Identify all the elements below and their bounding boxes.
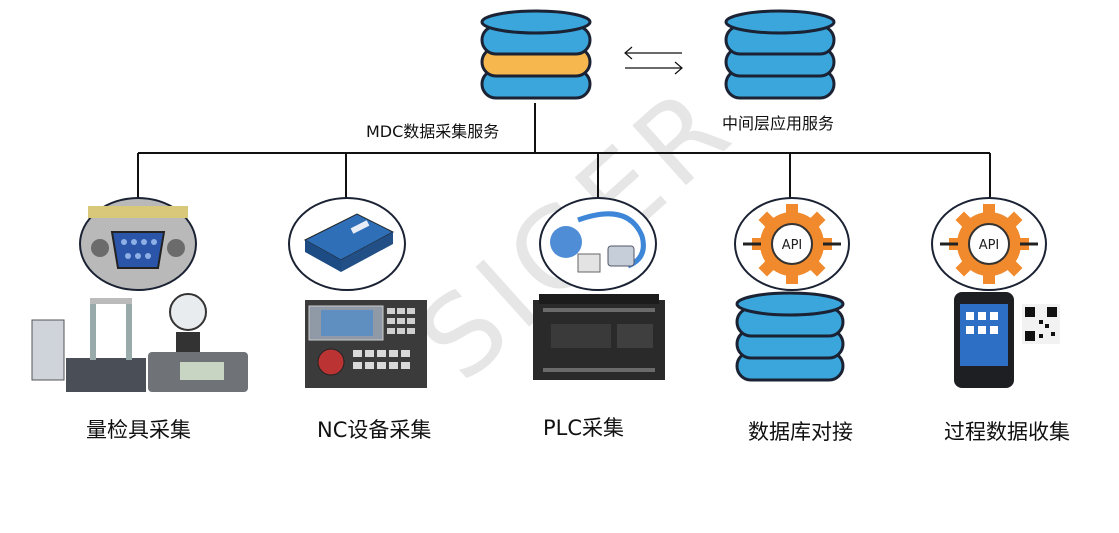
database-icon [735,291,845,382]
api-gear-icon: API [734,197,850,291]
rs232-connector-icon [79,197,197,291]
measuring-instruments-image [31,293,248,392]
network-module-icon [288,197,406,291]
measuring-tool-collection-label: 量检具采集 [86,418,191,442]
database-integration-label: 数据库对接 [748,420,853,444]
mdc-service-label: MDC数据采集服务 [366,122,500,141]
middle-layer-database-icon [724,9,836,100]
nc-equipment-collection-label: NC设备采集 [317,418,432,442]
plc-collection-label: PLC采集 [543,416,625,440]
process-data-collection-label: 过程数据收集 [944,420,1070,444]
connection-lines [137,46,991,198]
api-text: API [979,238,1000,253]
ethernet-cable-icon [539,197,657,291]
bidirectional-arrow-icon [624,46,683,75]
api-text: API [782,238,803,253]
middle-layer-service-label: 中间层应用服务 [722,114,835,133]
cnc-controller-image [305,300,427,388]
mdc-database-icon [480,9,592,100]
handheld-scanner-image [954,292,1060,388]
api-gear-icon: API [931,197,1047,291]
plc-device-image [533,294,665,380]
